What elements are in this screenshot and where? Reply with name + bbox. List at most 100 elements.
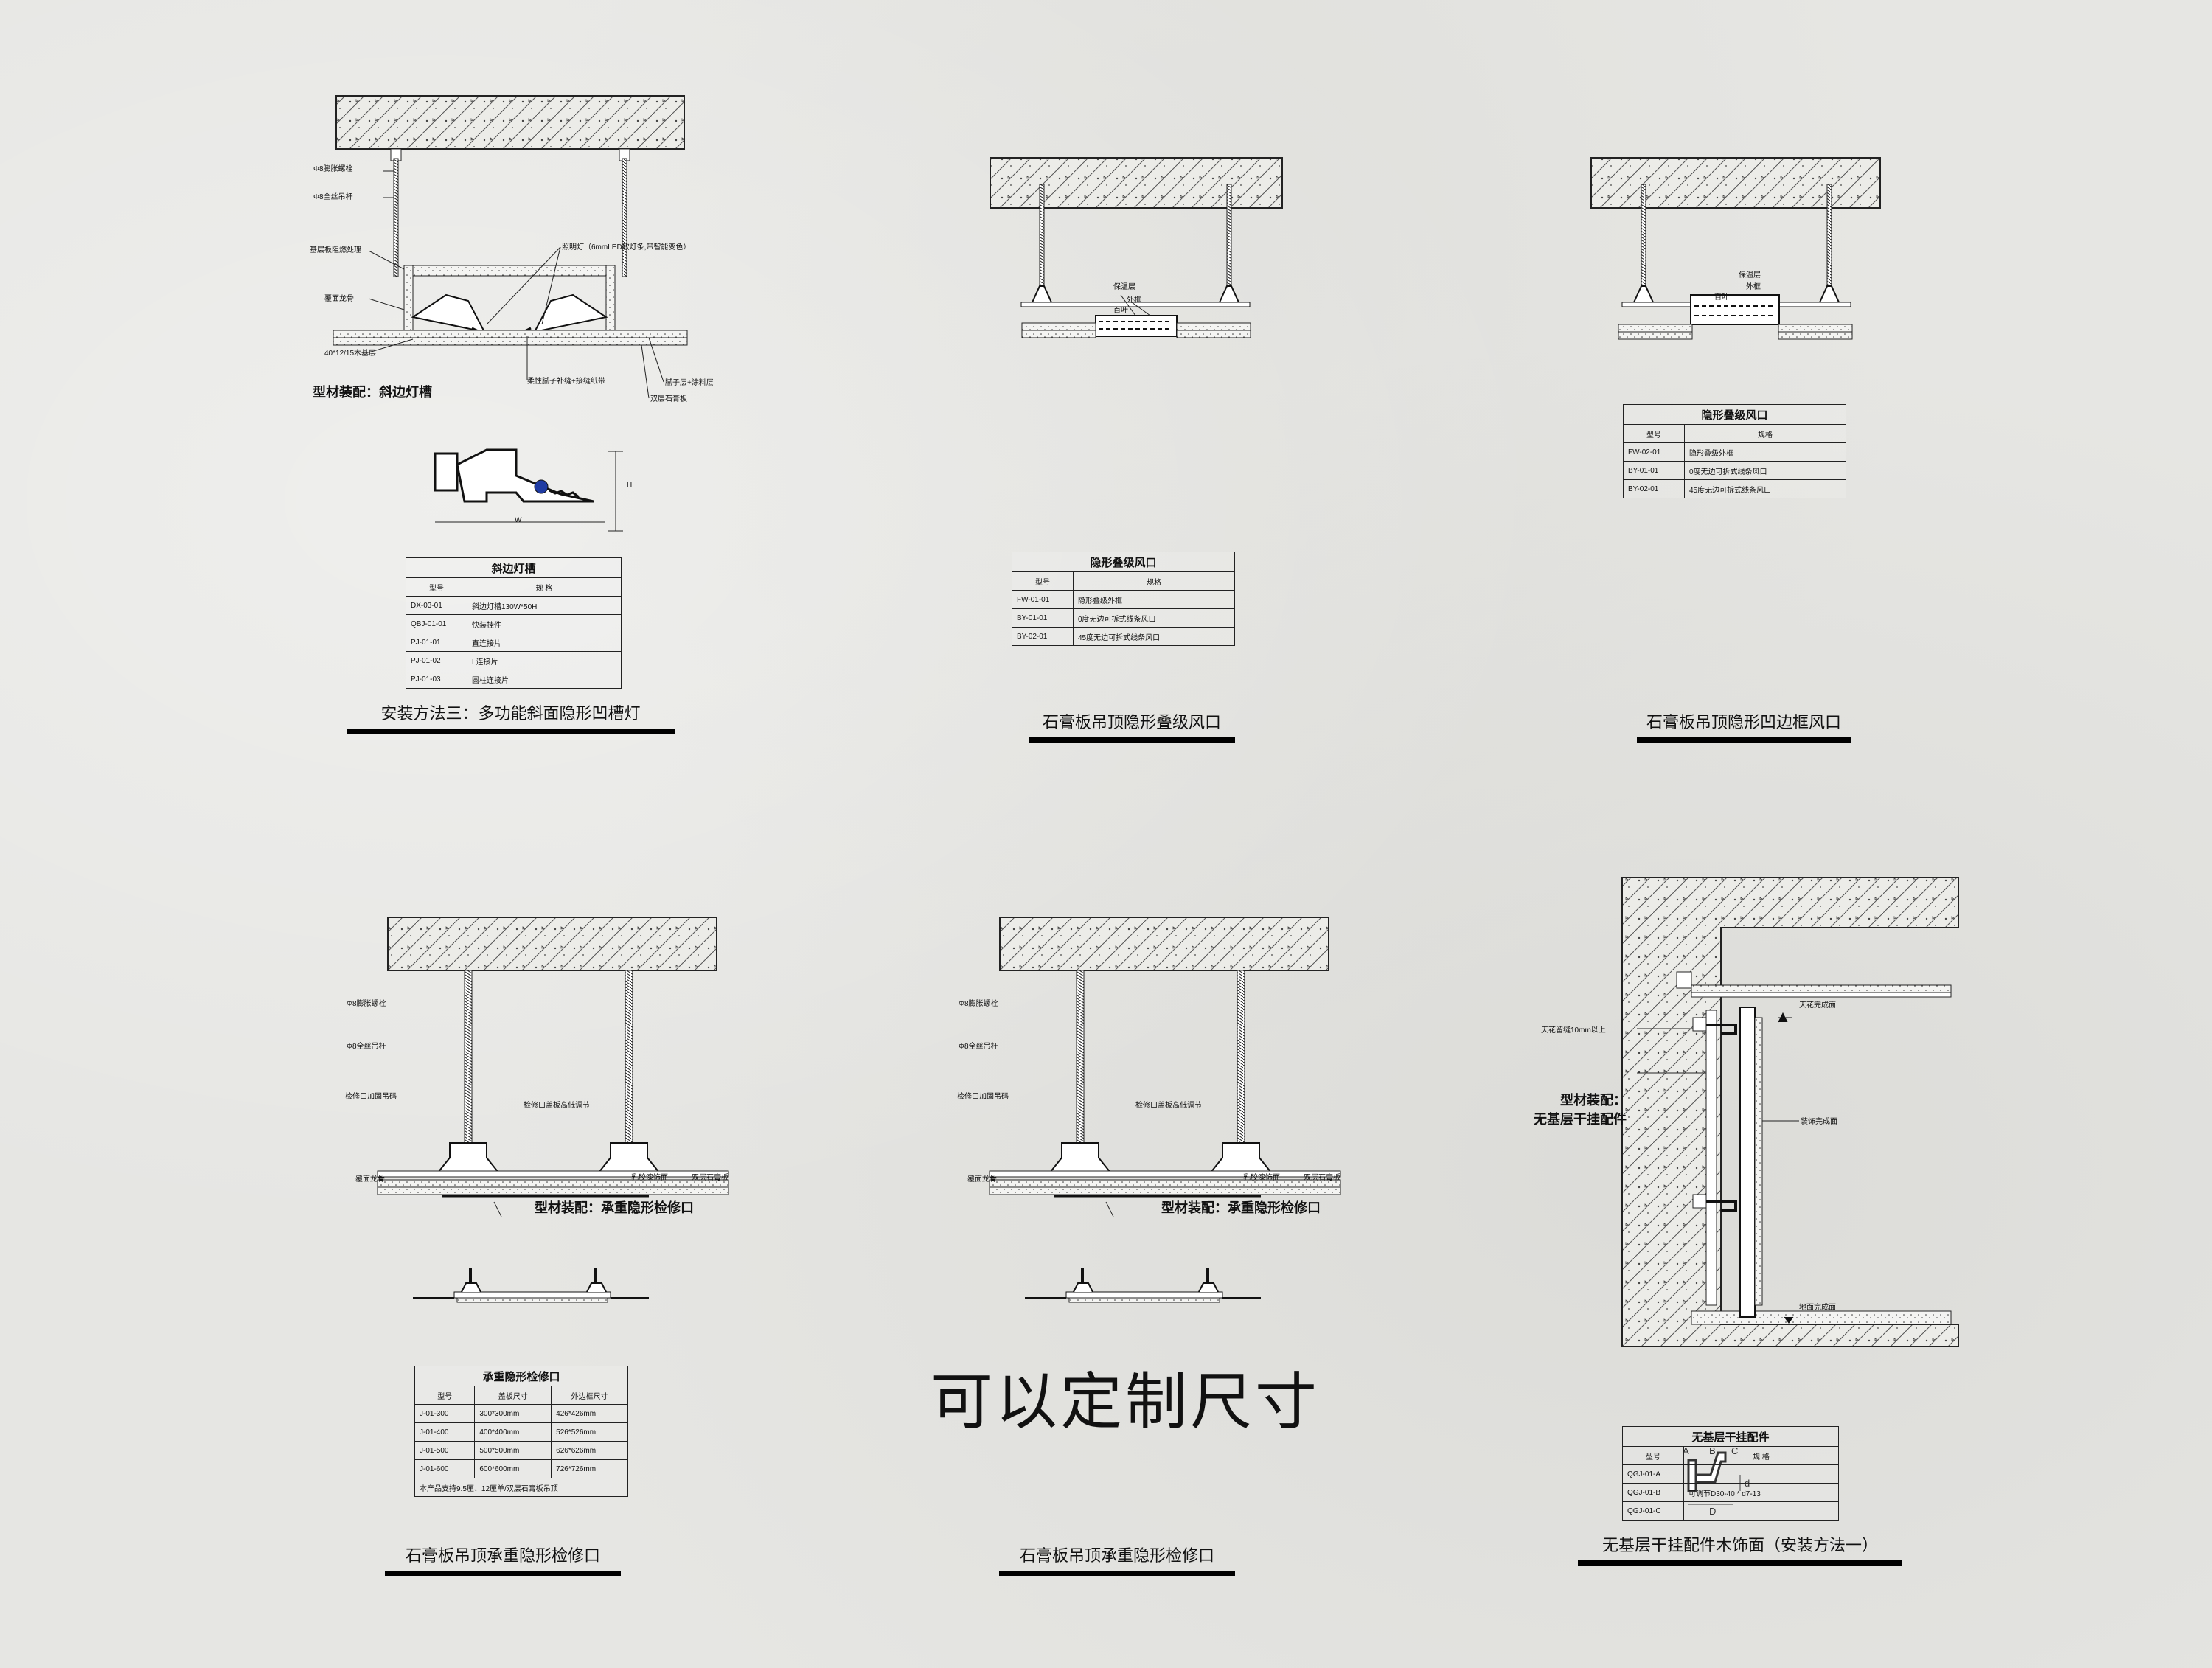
table-cell: J-01-300: [414, 1404, 476, 1423]
table-cell: 626*626mm: [551, 1441, 628, 1460]
table-title: 斜边灯槽: [406, 557, 622, 578]
callout-threaded-rod: Φ8全丝吊杆: [959, 1043, 998, 1051]
callout-cover-keel: 覆面龙骨: [967, 1175, 997, 1184]
dim-height: H: [627, 481, 633, 489]
caption-hanger: 无基层干挂配件木饰面（安装方法一）: [1578, 1532, 1902, 1566]
table-cell: 426*426mm: [551, 1404, 628, 1423]
table-cell: FW-02-01: [1623, 442, 1685, 462]
table-cell: 726*726mm: [551, 1459, 628, 1478]
dim-width: W: [515, 516, 522, 524]
table-cell: 斜边灯槽130W*50H: [467, 596, 622, 615]
assembly-label: 型材装配：承重隐形检修口: [1161, 1200, 1321, 1215]
caption-text: 安装方法三：多功能斜面隐形凹槽灯: [380, 704, 641, 723]
table-header: 型号: [1622, 1446, 1684, 1465]
table-cell: 526*526mm: [551, 1422, 628, 1442]
hatch2-drawing: [989, 917, 1341, 1303]
table-cell: BY-02-01: [1623, 479, 1685, 498]
table-cell: QGJ-01-C: [1622, 1501, 1684, 1521]
table-cell: J-01-600: [414, 1459, 476, 1478]
table-title: 无基层干挂配件: [1622, 1426, 1839, 1447]
callout-hanger-clip: 检修口加固吊码: [345, 1093, 397, 1101]
callout-double-gypsum: 双层石膏板: [1304, 1174, 1340, 1182]
table-cell: 45度无边可拆式线条风口: [1073, 627, 1235, 646]
table-header: 规格: [1073, 571, 1235, 591]
table-cell: QBJ-01-01: [406, 614, 467, 633]
table-title: 承重隐形检修口: [414, 1366, 628, 1386]
table-header: 盖板尺寸: [474, 1386, 552, 1405]
callout-expansion-bolt: Φ8膨胀螺栓: [313, 165, 353, 173]
table-header: 规 格: [467, 577, 622, 597]
table-header: 型号: [1623, 424, 1685, 443]
callout-seam-tape: 柔性腻子补缝+接缝纸带: [527, 378, 605, 386]
callout-latex-finish: 乳胶漆饰面: [1243, 1174, 1280, 1182]
callout-insulation: 保温层: [1113, 283, 1135, 291]
caption-text: 石膏板吊顶隐形叠级风口: [1042, 713, 1221, 732]
table-cell: 45度无边可拆式线条风口: [1684, 479, 1846, 498]
callout-louver: 百叶: [1113, 307, 1128, 315]
table-note: 本产品支持9.5厘、12厘单/双层石膏板吊顶: [414, 1478, 628, 1497]
caption-text: 无基层干挂配件木饰面（安装方法一）: [1601, 1536, 1878, 1554]
callout-insulation: 保温层: [1739, 271, 1761, 279]
table-cell: 0度无边可拆式线条风口: [1684, 461, 1846, 480]
table-cell: BY-01-01: [1623, 461, 1685, 480]
caption-vent2: 石膏板吊顶隐形凹边框风口: [1637, 709, 1851, 743]
callout-double-gypsum: 双层石膏板: [650, 395, 687, 403]
table-cell: 500*500mm: [474, 1441, 552, 1460]
panel-access-hatch-1: Φ8膨胀螺栓 Φ8全丝吊杆 检修口加固吊码 检修口盖板高低调节 覆面龙骨 乳胶漆…: [339, 885, 796, 1578]
table-cell: 快装挂件: [467, 614, 622, 633]
table-cell: PJ-01-01: [406, 633, 467, 652]
table-cell: L连接片: [467, 651, 622, 670]
table-cell: J-01-400: [414, 1422, 476, 1442]
table-title: 隐形叠级风口: [1012, 552, 1235, 572]
table-header: 规 格: [1683, 1446, 1839, 1465]
callout-floor-finish: 地面完成面: [1799, 1304, 1836, 1312]
callout-cover-keel: 覆面龙骨: [355, 1175, 385, 1184]
callout-threaded-rod: Φ8全丝吊杆: [313, 193, 353, 201]
table-cell: PJ-01-03: [406, 670, 467, 689]
callout-cover-keel: 覆面龙骨: [324, 295, 354, 303]
table-cell: 600*600mm: [474, 1459, 552, 1478]
callout-ceiling-gap: 天花留缝10mm以上: [1541, 1026, 1606, 1035]
caption-hatch1: 石膏板吊顶承重隐形检修口: [385, 1543, 621, 1576]
vent-recessed-drawing: [1590, 157, 1881, 340]
caption-hatch2: 石膏板吊顶承重隐形检修口: [999, 1543, 1235, 1576]
table-cell: 直连接片: [467, 633, 622, 652]
vent-stepped-drawing: [990, 157, 1283, 338]
panel-access-hatch-2: Φ8膨胀螺栓 Φ8全丝吊杆 检修口加固吊码 检修口盖板高低调节 覆面龙骨 乳胶漆…: [951, 885, 1408, 1578]
callout-double-gypsum: 双层石膏板: [692, 1174, 728, 1182]
table-cell: 隐形叠级外框: [1073, 590, 1235, 609]
table-cell: 300*300mm: [474, 1404, 552, 1423]
table-cell: FW-01-01: [1012, 590, 1074, 609]
table-cell: [1683, 1501, 1839, 1521]
callout-threaded-rod: Φ8全丝吊杆: [347, 1043, 386, 1051]
caption-vent1: 石膏板吊顶隐形叠级风口: [1029, 709, 1235, 743]
callout-led-strip: 照明灯（6mmLED软灯条,带智能变色）: [562, 243, 691, 251]
table-row: QGJ-01-C: [1622, 1501, 1839, 1521]
table-cell: QGJ-01-A: [1622, 1464, 1684, 1484]
table-cell: 可调节D30-40 * d7-13: [1683, 1483, 1839, 1502]
callout-fireproof-base: 基层板阻燃处理: [310, 246, 361, 254]
table-cell: BY-02-01: [1012, 627, 1074, 646]
caption-slope: 安装方法三：多功能斜面隐形凹槽灯: [347, 701, 675, 734]
assembly-line: 无基层干挂配件: [1534, 1112, 1627, 1127]
table-title: 隐形叠级风口: [1623, 404, 1846, 425]
assembly-label: 型材装配：承重隐形检修口: [535, 1200, 694, 1215]
table-header: 型号: [406, 577, 467, 597]
table-cell: BY-01-01: [1012, 608, 1074, 628]
custom-size-heading: 可以定制尺寸: [931, 1366, 1321, 1438]
